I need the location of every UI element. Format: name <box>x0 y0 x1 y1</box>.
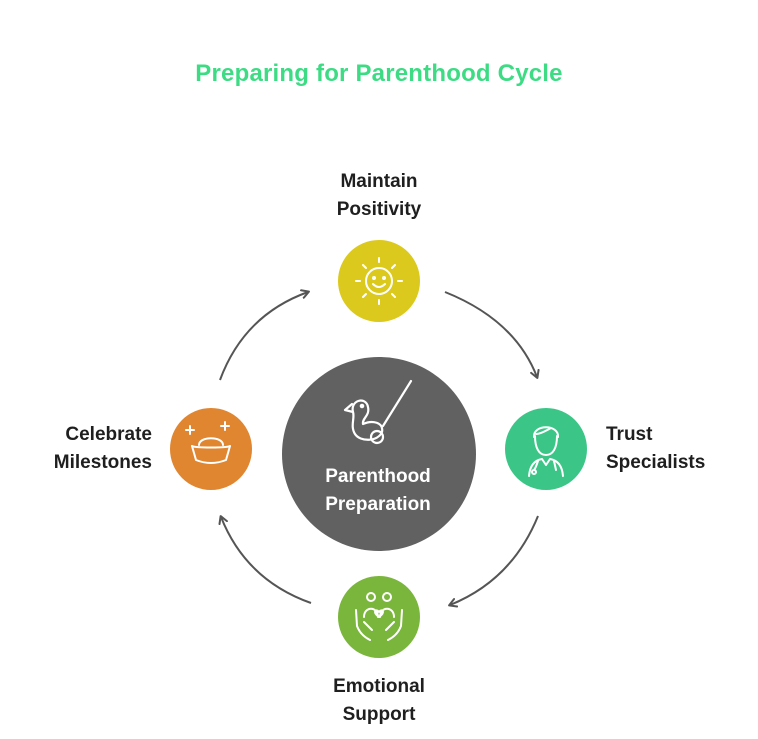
sun-icon <box>355 257 403 305</box>
arrow-left-to-top <box>219 289 310 381</box>
label-maintain-positivity: Maintain Positivity <box>336 171 422 220</box>
center-node <box>282 357 476 551</box>
arrow-right-to-bottom <box>448 515 539 608</box>
family-hands-icon <box>355 592 403 641</box>
label-emotional-support: Emotional Support <box>333 676 425 725</box>
diagram-title: Preparing for Parenthood Cycle <box>195 60 563 87</box>
node-celebrate-milestones <box>170 408 252 490</box>
node-circle-right <box>505 408 587 490</box>
node-circle-left <box>170 408 252 490</box>
node-maintain-positivity <box>338 240 420 322</box>
node-trust-specialists <box>505 408 587 490</box>
baby-bird-toy-icon <box>343 379 413 445</box>
doctor-icon <box>528 426 564 477</box>
center-label-parenthood-preparation: Parenthood Preparation <box>325 466 431 515</box>
arrow-bottom-to-left <box>218 515 312 604</box>
center-circle <box>282 357 476 551</box>
gold-ingot-icon <box>185 421 231 464</box>
node-emotional-support <box>338 576 420 658</box>
node-circle-top <box>338 240 420 322</box>
arrow-top-to-right <box>444 291 540 379</box>
label-trust-specialists: Trust Specialists <box>606 424 706 473</box>
label-celebrate-milestones: Celebrate Milestones <box>53 424 152 473</box>
